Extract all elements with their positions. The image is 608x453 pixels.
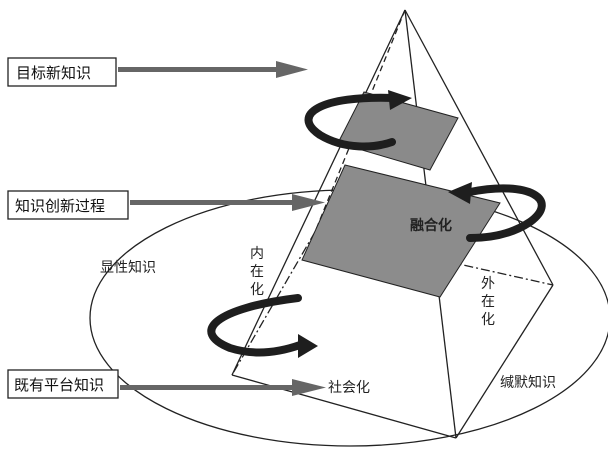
innovation-process-row: 知识创新过程 (7, 190, 325, 220)
internalization-char-3: 化 (250, 282, 264, 298)
middle-rotation-arrow (448, 182, 546, 242)
internalization-label: 内 在 化 (250, 246, 264, 298)
externalization-char-1: 外 (481, 276, 495, 292)
externalization-char-3: 化 (481, 312, 495, 328)
target-knowledge-label: 目标新知识 (16, 64, 91, 82)
target-knowledge-box (7, 57, 117, 87)
top-knowledge-plane (337, 91, 459, 171)
target-knowledge-arrow-head (276, 61, 308, 78)
innovation-process-label: 知识创新过程 (15, 197, 105, 215)
externalization-char-2: 在 (481, 294, 495, 310)
existing-platform-row: 既有平台知识 (7, 369, 326, 399)
innovation-process-arrow-shaft (130, 200, 295, 205)
existing-platform-label: 既有平台知识 (14, 376, 104, 394)
bottom-rotation-arrow (207, 294, 318, 358)
middle-knowledge-plane (301, 164, 501, 298)
target-knowledge-arrow-shaft (118, 67, 278, 72)
innovation-process-box (7, 190, 129, 220)
externalization-label: 外 在 化 (481, 276, 495, 328)
tacit-knowledge-label: 缄默知识 (500, 374, 556, 391)
socialization-label: 社会化 (328, 380, 370, 396)
innovation-process-arrow-head (292, 194, 325, 211)
target-knowledge-row: 目标新知识 (7, 57, 308, 87)
internalization-char-2: 在 (250, 264, 264, 280)
existing-platform-box (7, 369, 119, 399)
combination-label: 融合化 (410, 217, 452, 234)
existing-platform-arrow-head (292, 379, 326, 396)
explicit-knowledge-label: 显性知识 (100, 259, 156, 276)
top-rotation-arrow (304, 90, 412, 151)
existing-platform-arrow-shaft (120, 385, 295, 390)
internalization-char-1: 内 (250, 246, 264, 262)
